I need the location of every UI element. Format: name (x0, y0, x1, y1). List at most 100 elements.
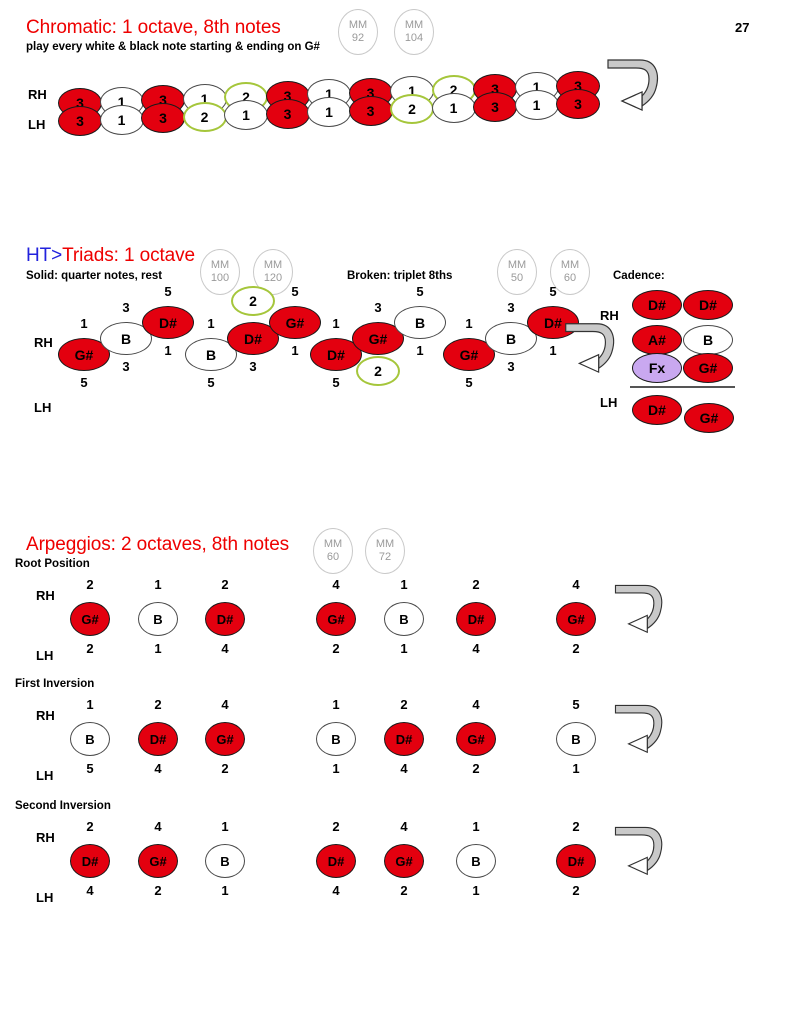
arpeggio-note[interactable]: B (138, 602, 178, 636)
triad-rh-fingering: 1 (207, 316, 215, 331)
arpeggio-note[interactable]: B (316, 722, 356, 756)
arpeggio-note[interactable]: G# (138, 844, 178, 878)
arpeggio-note[interactable]: D# (138, 722, 178, 756)
arpeggio-note[interactable]: G# (205, 722, 245, 756)
cadence-rh-note[interactable]: Fx (632, 353, 682, 383)
note-label: B (331, 731, 341, 747)
triad-note[interactable]: G# (352, 322, 404, 355)
arpeggio-note[interactable]: G# (384, 844, 424, 878)
arpeggio-lh-fingering: 4 (332, 883, 340, 898)
chromatic-lh-note[interactable]: 3 (556, 88, 600, 119)
cadence-rh-note[interactable]: G# (683, 353, 733, 383)
triad-lh-fingering: 1 (549, 343, 557, 358)
note-label: 1 (532, 97, 541, 114)
triad-note[interactable]: D# (527, 306, 579, 339)
note-label: 2 (449, 81, 458, 98)
note-label: D# (648, 297, 666, 313)
arpeggio-note[interactable]: G# (556, 602, 596, 636)
arpeggio-note[interactable]: B (205, 844, 245, 878)
arpeggio-lh-label: LH (36, 890, 54, 905)
triad-lh-fingering: 5 (80, 375, 88, 390)
note-label: D# (216, 611, 234, 627)
arpeggio-note[interactable]: D# (456, 602, 496, 636)
tempo-label: MM (375, 538, 395, 550)
triad-note[interactable]: B (394, 306, 446, 339)
triad-note[interactable]: G# (269, 306, 321, 339)
triad-accent-oval[interactable]: 2 (231, 286, 275, 316)
note-label: D# (244, 330, 262, 347)
cadence-lh-note[interactable]: D# (632, 395, 682, 425)
arpeggio-note[interactable]: D# (205, 602, 245, 636)
tempo-bubble-mm50[interactable]: MM 50 (497, 249, 537, 295)
note-label: G# (699, 410, 719, 426)
chromatic-lh-note[interactable]: 3 (348, 95, 393, 126)
chromatic-title: Chromatic: 1 octave, 8th notes (26, 17, 281, 38)
chromatic-lh-note[interactable]: 2 (182, 101, 227, 132)
chromatic-lh-note[interactable]: 3 (58, 106, 102, 136)
triad-rh-fingering: 5 (416, 284, 424, 299)
tempo-bubble-mm72-arp[interactable]: MM 72 (365, 528, 405, 574)
arpeggio-note[interactable]: B (556, 722, 596, 756)
triads-title-main: Triads: 1 octave (62, 245, 195, 266)
arpeggio-rh-fingering: 1 (86, 697, 94, 712)
arpeggio-note[interactable]: B (384, 602, 424, 636)
arpeggio-note[interactable]: D# (556, 844, 596, 878)
tempo-bubble-mm92[interactable]: MM 92 (338, 9, 378, 55)
chromatic-lh-note[interactable]: 2 (390, 94, 434, 125)
arpeggio-note[interactable]: D# (70, 844, 110, 878)
cadence-rh-note[interactable]: D# (683, 290, 733, 320)
chromatic-lh-note[interactable]: 1 (431, 92, 476, 123)
triad-rh-fingering: 5 (291, 284, 299, 299)
cadence-rh-label: RH (600, 308, 619, 323)
tempo-bubble-mm60-arp[interactable]: MM 60 (313, 528, 353, 574)
triad-rh-fingering: 1 (80, 316, 88, 331)
cadence-rh-note[interactable]: A# (632, 325, 682, 355)
cadence-lh-note[interactable]: G# (684, 403, 734, 433)
chromatic-lh-note[interactable]: 1 (99, 104, 144, 135)
triad-lh-fingering: 1 (416, 343, 424, 358)
triad-note[interactable]: B (485, 322, 537, 355)
tempo-bubble-mm100[interactable]: MM 100 (200, 249, 240, 295)
repeat-arrow-icon (608, 816, 666, 887)
chromatic-lh-note[interactable]: 3 (141, 103, 185, 134)
arpeggio-note[interactable]: G# (456, 722, 496, 756)
arpeggio-note[interactable]: G# (316, 602, 356, 636)
note-label: 3 (574, 77, 582, 94)
triad-accent-oval[interactable]: 2 (356, 356, 400, 386)
arpeggio-lh-fingering: 1 (572, 761, 580, 776)
note-label: 3 (76, 95, 84, 111)
note-label: D# (327, 853, 345, 869)
arpeggio-note[interactable]: D# (384, 722, 424, 756)
arpeggio-lh-fingering: 2 (154, 883, 162, 898)
note-label: 2 (374, 363, 382, 379)
note-label: 1 (325, 86, 333, 103)
note-label: D# (567, 853, 585, 869)
triad-rh-fingering: 5 (164, 284, 172, 299)
chromatic-lh-note[interactable]: 1 (224, 100, 268, 131)
chromatic-lh-note[interactable]: 3 (473, 91, 517, 122)
arpeggio-note[interactable]: D# (316, 844, 356, 878)
tempo-label: MM (263, 259, 283, 271)
tempo-bubble-mm60[interactable]: MM 60 (550, 249, 590, 295)
cadence-rh-note[interactable]: D# (632, 290, 682, 320)
tempo-value: 100 (210, 272, 230, 284)
arpeggio-lh-fingering: 4 (221, 641, 229, 656)
arpeggio-note[interactable]: G# (70, 602, 110, 636)
arpeggio-lh-fingering: 1 (221, 883, 229, 898)
tempo-bubble-mm104[interactable]: MM 104 (394, 9, 434, 55)
note-label: A# (648, 332, 666, 348)
cadence-rh-note[interactable]: B (683, 325, 733, 355)
chromatic-lh-note[interactable]: 3 (265, 98, 310, 129)
arpeggio-note[interactable]: B (456, 844, 496, 878)
note-label: 3 (366, 102, 375, 119)
arpeggio-rh-fingering: 4 (154, 819, 162, 834)
arpeggio-note[interactable]: B (70, 722, 110, 756)
note-label: 3 (491, 98, 499, 115)
arpeggio-rh-fingering: 1 (221, 819, 229, 834)
chromatic-lh-note[interactable]: 1 (514, 90, 559, 121)
repeat-arrow-icon (558, 312, 618, 385)
triad-note[interactable]: D# (142, 306, 194, 339)
note-label: 2 (408, 101, 416, 118)
chromatic-lh-note[interactable]: 1 (307, 97, 351, 128)
tempo-label: MM (210, 259, 230, 271)
